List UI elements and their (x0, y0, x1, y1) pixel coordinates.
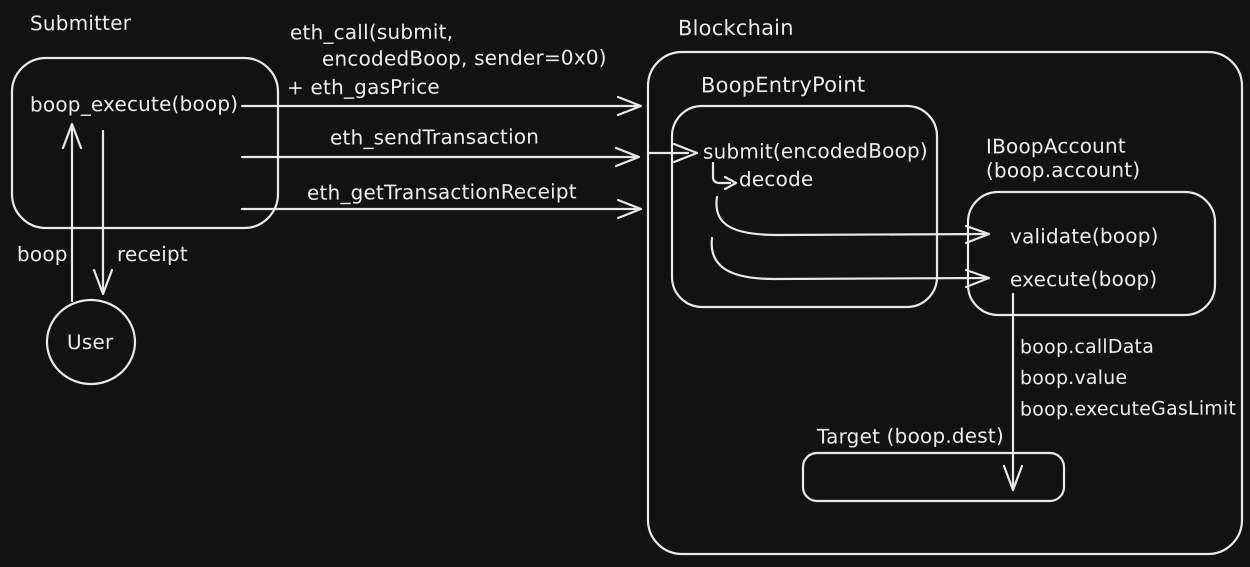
receipt-arrowhead-icon (92, 268, 114, 296)
eth-call-label-line1: eth_call(submit, (289, 19, 454, 45)
iboop-account-title: IBoopAccount (985, 133, 1127, 159)
validate-method-label: validate(boop) (1009, 223, 1159, 249)
target-title: Target (boop.dest) (816, 423, 1004, 449)
boop-executegaslimit-label: boop.executeGasLimit (1019, 397, 1237, 421)
validate-call-arrowhead-icon (964, 224, 991, 245)
eth-send-transaction-label: eth_sendTransaction (329, 124, 540, 150)
boop-entry-point-title: BoopEntryPoint (700, 72, 866, 98)
target-box (801, 451, 1066, 503)
submit-entry-arrowhead-icon (672, 142, 699, 164)
boop-value-label: boop.value (1019, 366, 1128, 390)
execute-call-arrow (710, 236, 988, 281)
eth-call-label-line3: + eth_gasPrice (286, 74, 440, 100)
eth-call-label-line2: encodedBoop, sender=0x0) (321, 45, 607, 71)
boop-calldata-label: boop.callData (1019, 335, 1155, 359)
eth-call-arrowhead-icon (616, 95, 643, 117)
execute-to-target-arrowhead-icon (1002, 464, 1024, 492)
blockchain-box (646, 50, 1244, 556)
submitter-method-label: boop_execute(boop) (29, 91, 239, 117)
blockchain-title: Blockchain (677, 15, 794, 41)
validate-call-arrow (715, 195, 988, 237)
eth-send-arrowhead-icon (614, 146, 641, 168)
execute-method-label: execute(boop) (1009, 266, 1158, 292)
boop-arrowhead-icon (61, 122, 83, 150)
decode-return-arrowhead-icon (723, 175, 738, 191)
submit-method-label: submit(encodedBoop) (702, 138, 928, 164)
iboop-account-box (966, 190, 1217, 317)
submitter-title: Submitter (29, 10, 132, 36)
execute-call-arrowhead-icon (964, 268, 991, 289)
decode-label: decode (738, 166, 814, 192)
user-label: User (66, 329, 114, 355)
receipt-edge-label: receipt (116, 241, 188, 267)
iboop-account-subtitle: (boop.account) (985, 157, 1141, 183)
eth-get-transaction-receipt-label: eth_getTransactionReceipt (306, 179, 577, 205)
boop-edge-label: boop (16, 241, 68, 267)
boop-entry-point-box (670, 104, 939, 309)
decode-return-arrow-icon (711, 161, 732, 185)
submitter-box (10, 56, 280, 230)
user-circle (45, 298, 137, 386)
eth-receipt-arrowhead-icon (616, 198, 643, 220)
